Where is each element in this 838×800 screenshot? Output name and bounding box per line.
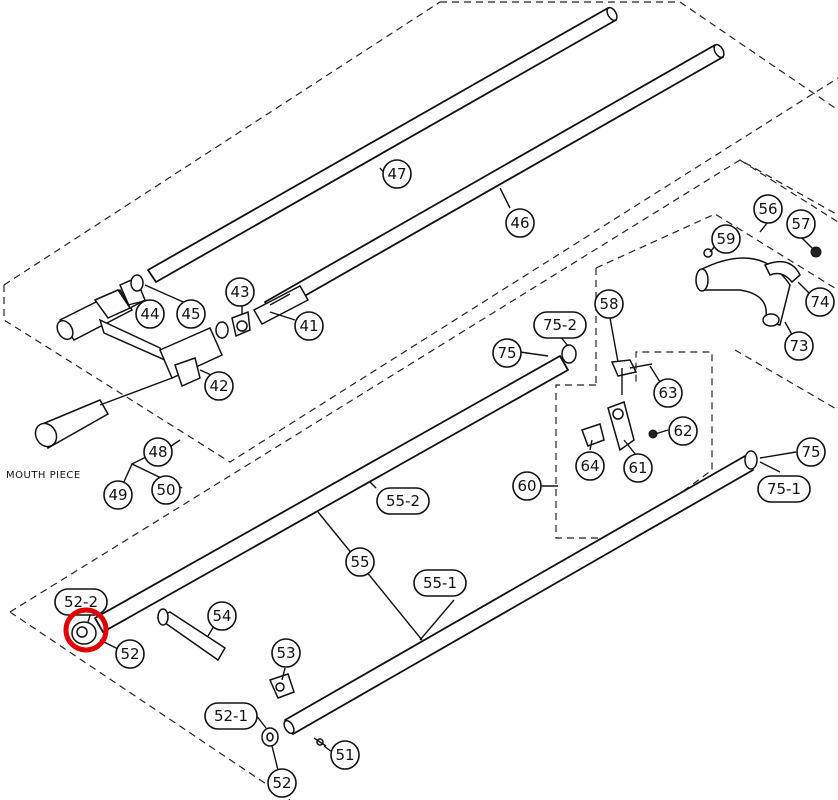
callout-52-bottom: 52 xyxy=(267,768,297,798)
callout-48-label: 48 xyxy=(148,443,167,461)
highlight-circle xyxy=(63,607,109,653)
clamp-53 xyxy=(268,673,295,699)
leader-55 xyxy=(317,511,423,641)
dashed-region-slide xyxy=(595,213,838,411)
callout-52-1-label: 52-1 xyxy=(214,707,248,725)
ring-75-2 xyxy=(561,344,577,364)
callout-53-label: 53 xyxy=(276,644,295,662)
callout-61: 61 xyxy=(623,453,653,483)
callout-75-2-label: 75-2 xyxy=(543,316,577,334)
callout-55-2-label: 55-2 xyxy=(386,492,420,510)
callout-52-2: 52-2 xyxy=(54,588,108,616)
callout-55-label: 55 xyxy=(350,553,369,571)
callout-54: 54 xyxy=(207,601,237,631)
callout-51-label: 51 xyxy=(335,746,354,764)
callout-44-label: 44 xyxy=(140,305,159,323)
callout-54-label: 54 xyxy=(212,607,231,625)
callout-64: 64 xyxy=(575,451,605,481)
stocking-54 xyxy=(156,608,227,662)
callout-58-label: 58 xyxy=(599,295,618,313)
callout-43-label: 43 xyxy=(230,283,249,301)
callout-75-2: 75-2 xyxy=(533,311,587,339)
callout-52-mid: 52 xyxy=(115,639,145,669)
callout-75-top: 75 xyxy=(492,338,522,368)
callout-58: 58 xyxy=(594,289,624,319)
callout-41: 41 xyxy=(294,311,324,341)
dashed-region-lower xyxy=(9,159,838,800)
callout-59: 59 xyxy=(711,224,741,254)
callout-63-label: 63 xyxy=(658,384,677,402)
callout-41-label: 41 xyxy=(299,317,318,335)
mouthpiece-label: MOUTH PIECE xyxy=(6,470,81,481)
callout-51: 51 xyxy=(330,740,360,770)
crook-assembly xyxy=(56,277,223,388)
callout-75-right: 75 xyxy=(796,437,826,467)
callout-48: 48 xyxy=(143,437,173,467)
callout-49: 49 xyxy=(103,480,133,510)
callout-75-top-label: 75 xyxy=(497,344,516,362)
callout-59-label: 59 xyxy=(716,230,735,248)
callout-62: 62 xyxy=(668,416,698,446)
callout-50: 50 xyxy=(151,475,181,505)
callout-60-label: 60 xyxy=(517,477,536,495)
clamp-43 xyxy=(231,310,251,338)
callout-52-1: 52-1 xyxy=(204,702,258,730)
slide-lock-assembly xyxy=(581,359,658,452)
callout-61-label: 61 xyxy=(628,459,647,477)
dashed-region-upper xyxy=(3,1,838,463)
callout-55-1-label: 55-1 xyxy=(423,574,457,592)
callout-75-right-label: 75 xyxy=(801,443,820,461)
callout-55-2: 55-2 xyxy=(376,487,430,515)
callout-62-label: 62 xyxy=(673,422,692,440)
callout-56-label: 56 xyxy=(758,200,777,218)
callout-47-label: 47 xyxy=(387,165,406,183)
tube-55-1 xyxy=(283,455,754,735)
callout-49-label: 49 xyxy=(108,486,127,504)
washer-45 xyxy=(130,274,229,339)
bumper-74 xyxy=(763,260,801,284)
callout-45-label: 45 xyxy=(181,305,200,323)
callout-44: 44 xyxy=(135,299,165,329)
callout-42-label: 42 xyxy=(209,377,228,395)
dashed-region-60 xyxy=(555,351,713,539)
ring-75-1 xyxy=(744,450,758,470)
callout-75-1: 75-1 xyxy=(757,475,811,503)
callout-42: 42 xyxy=(204,371,234,401)
callout-57-label: 57 xyxy=(791,215,810,233)
callout-50-label: 50 xyxy=(156,481,175,499)
screw-51 xyxy=(313,737,327,747)
tube-41 xyxy=(252,285,310,325)
callout-57: 57 xyxy=(786,209,816,239)
callout-52-2-label: 52-2 xyxy=(64,593,98,611)
callout-46: 46 xyxy=(505,208,535,238)
callout-60: 60 xyxy=(512,471,542,501)
bend-73 xyxy=(695,257,791,327)
callout-74-label: 74 xyxy=(810,293,829,311)
callout-55: 55 xyxy=(345,547,375,577)
bumper-52-1 xyxy=(261,727,279,747)
callout-52-mid-label: 52 xyxy=(120,645,139,663)
callout-74: 74 xyxy=(805,287,835,317)
callout-55-1: 55-1 xyxy=(413,569,467,597)
callout-43: 43 xyxy=(225,277,255,307)
callout-75-1-label: 75-1 xyxy=(767,480,801,498)
callout-47: 47 xyxy=(382,159,412,189)
callout-64-label: 64 xyxy=(580,457,599,475)
mouthpiece xyxy=(34,377,173,450)
callout-73-label: 73 xyxy=(789,337,808,355)
bumper-52-2 xyxy=(71,621,97,645)
callout-63: 63 xyxy=(653,378,683,408)
callout-56: 56 xyxy=(753,194,783,224)
callout-45: 45 xyxy=(176,299,206,329)
tube-47 xyxy=(147,6,618,283)
callout-73: 73 xyxy=(784,331,814,361)
callout-53: 53 xyxy=(271,638,301,668)
callout-52-bottom-label: 52 xyxy=(272,774,291,792)
callout-46-label: 46 xyxy=(510,214,529,232)
tube-55-2 xyxy=(94,355,569,633)
